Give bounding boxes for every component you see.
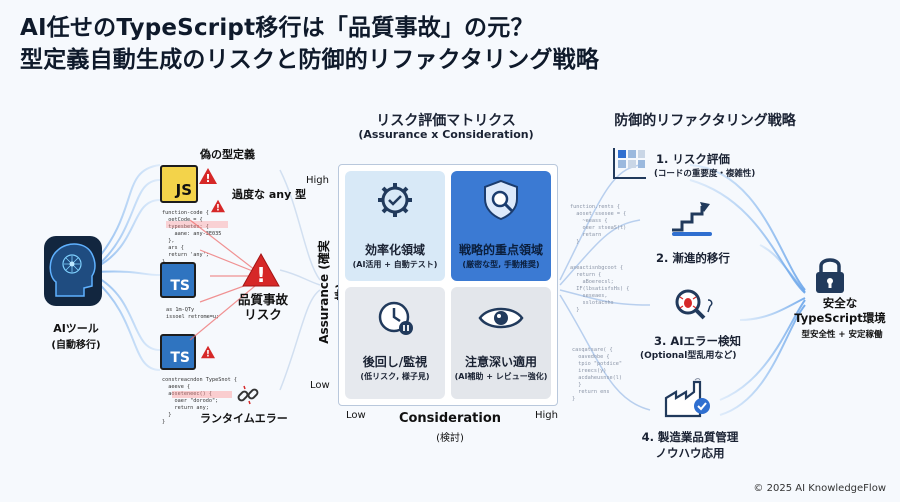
svg-text:!: !	[216, 204, 220, 213]
quadrant-careful-title: 注意深い適用	[464, 355, 537, 369]
quadrant-careful: 注意深い適用 (AI補助 + レビュー強化)	[451, 287, 551, 399]
ai-tool: AIツール (自動移行)	[36, 228, 116, 358]
matrix-subtitle: (Assurance x Consideration)	[358, 128, 534, 141]
gear-check-icon	[376, 181, 414, 223]
excess-any-label: 過度な any 型	[232, 188, 307, 201]
y-axis-low: Low	[310, 380, 330, 391]
quadrant-efficiency-title: 効率化領域	[364, 243, 425, 257]
code-highlight-any	[166, 221, 228, 228]
page-title: AI任せのTypeScript移行は「品質事故」の元？ 型定義自動生成のリスクと…	[20, 12, 599, 76]
step1-sub: (コードの重要度・複雑性)	[654, 169, 756, 179]
title-line-1: AI任せのTypeScript移行は「品質事故」の元？	[20, 15, 534, 41]
x-axis-low: Low	[346, 410, 366, 421]
warning-icon-ts: !	[200, 344, 216, 363]
x-axis-label: Consideration	[398, 411, 502, 426]
matrix-title: リスク評価マトリクス	[376, 113, 516, 129]
stairs-arrow-icon	[670, 200, 716, 242]
risk-rays	[189, 219, 256, 341]
ts-badge-label-2: TS	[170, 350, 190, 366]
quadrant-monitor-title: 後回し/監視	[362, 355, 428, 369]
ts-badge-label-1: TS	[170, 278, 190, 294]
ts-file-icon-1: TS	[160, 262, 196, 298]
quadrant-strategic-sub: (厳密な型, 手動推奨)	[462, 260, 540, 269]
ai-head-icon	[44, 236, 102, 306]
js-file-icon: JS	[160, 165, 198, 203]
step2-title: 2. 漸進的移行	[656, 251, 730, 265]
shield-search-icon	[481, 179, 521, 225]
factory-check-icon	[664, 378, 712, 422]
risk-warning-icon: !	[241, 252, 281, 292]
y-axis-high: High	[306, 175, 329, 186]
title-line-2: 型定義自動生成のリスクと防御的リファクタリング戦略	[20, 47, 600, 73]
lock-icon	[812, 255, 848, 299]
x-axis-high: High	[535, 410, 558, 421]
matrix-grid: 効率化領域 (AI活用 + 自動テスト) 戦略的重点領域 (厳密な型, 手動推奨…	[338, 164, 558, 406]
eye-icon	[478, 303, 524, 337]
code-snippet-right-2: aseactisnbgcoot { return { aBoerecsl; IF…	[570, 265, 630, 313]
code-snippet-2: as 1m-QTy issoel retrome=u;	[166, 307, 220, 320]
step3-sub: (Optional型乱用など)	[640, 351, 737, 361]
broken-link-icon	[236, 383, 260, 411]
step4-title: 4. 製造業品質管理 ノウハウ応用	[641, 430, 739, 460]
strategy-title: 防御的リファクタリング戦略	[614, 113, 796, 129]
warning-icon-fake-type: !	[198, 167, 218, 189]
warning-icon-any: !	[210, 198, 226, 217]
quadrant-monitor: 後回し/監視 (低リスク, 様子見)	[345, 287, 445, 399]
ai-tool-sublabel: (自動移行)	[51, 340, 101, 351]
bug-search-icon	[672, 286, 716, 330]
quadrant-strategic-title: 戦略的重点領域	[458, 243, 543, 257]
quadrant-careful-sub: (AI補助 + レビュー強化)	[454, 372, 548, 381]
copyright: © 2025 AI KnowledgeFlow	[753, 483, 886, 494]
code-highlight-runtime	[172, 391, 232, 398]
quadrant-monitor-sub: (低リスク, 様子見)	[360, 372, 430, 381]
goal-sub: 型安全性 + 安定稼働	[801, 330, 883, 340]
js-badge-label: JS	[175, 181, 192, 199]
svg-text:!: !	[256, 263, 265, 287]
svg-text:!: !	[206, 350, 210, 359]
x-axis-sub: (検討)	[436, 433, 464, 444]
clock-pause-icon	[377, 299, 415, 341]
runtime-error-label: ランタイムエラー	[200, 412, 288, 425]
svg-text:!: !	[205, 172, 210, 185]
ai-tool-label: AIツール	[53, 322, 99, 335]
risk-label: 品質事故 リスク	[237, 292, 288, 322]
quadrant-strategic: 戦略的重点領域 (厳密な型, 手動推奨)	[451, 171, 551, 281]
goal-label: 安全な TypeScript環境	[794, 296, 886, 325]
code-snippet-3: constreacndon TypeSnot { aeeve { aoseten…	[162, 377, 237, 425]
quadrant-efficiency-sub: (AI活用 + 自動テスト)	[352, 260, 438, 269]
step3-title: 3. AIエラー検知	[654, 334, 742, 348]
quadrant-efficiency: 効率化領域 (AI活用 + 自動テスト)	[345, 171, 445, 281]
fake-type-label: 偽の型定義	[200, 148, 255, 161]
chart-grid-icon	[612, 146, 648, 184]
code-snippet-right-1: function.rents { aoset ssesee = { ~eeass…	[570, 204, 627, 245]
code-snippet-right-3: casqatsare( { oavedobe { tpio "potdice" …	[572, 347, 622, 402]
step1-title: 1. リスク評価	[656, 152, 730, 166]
